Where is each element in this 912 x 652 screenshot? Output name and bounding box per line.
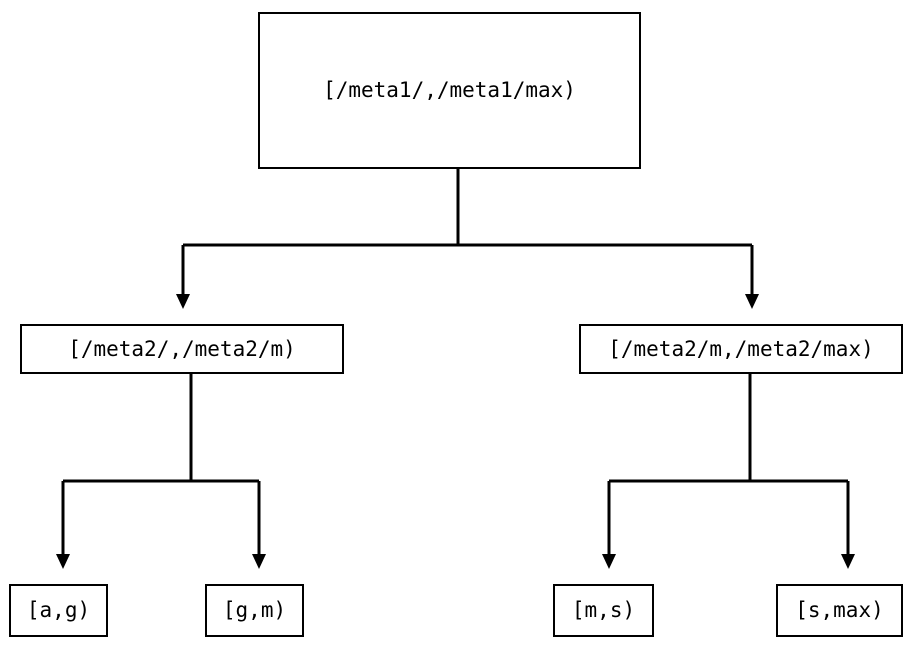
tree-node-leaf-ms[interactable]: [m,s) [553,584,654,637]
tree-node-mid-right[interactable]: [/meta2/m,/meta2/max) [579,324,903,374]
tree-node-leaf-smax-label: [s,max) [795,598,884,622]
arrowhead-to-leaf-gm [252,554,266,569]
tree-node-leaf-ag-label: [a,g) [26,598,91,622]
tree-node-leaf-gm[interactable]: [g,m) [205,584,304,637]
arrowhead-to-leaf-ms [602,554,616,569]
tree-node-mid-left[interactable]: [/meta2/,/meta2/m) [20,324,344,374]
arrowhead-to-leaf-ag [56,554,70,569]
tree-node-root-label: [/meta1/,/meta1/max) [323,78,576,102]
tree-node-leaf-smax[interactable]: [s,max) [776,584,903,637]
arrowhead-to-leaf-smax [841,554,855,569]
tree-node-leaf-gm-label: [g,m) [222,598,287,622]
arrowhead-to-mid-right [745,294,759,309]
tree-node-mid-left-label: [/meta2/,/meta2/m) [68,336,296,361]
arrowhead-to-mid-left [176,294,190,309]
tree-node-leaf-ms-label: [m,s) [571,598,636,622]
tree-node-leaf-ag[interactable]: [a,g) [9,584,108,637]
tree-node-mid-right-label: [/meta2/m,/meta2/max) [608,336,874,361]
tree-node-root[interactable]: [/meta1/,/meta1/max) [258,12,641,169]
